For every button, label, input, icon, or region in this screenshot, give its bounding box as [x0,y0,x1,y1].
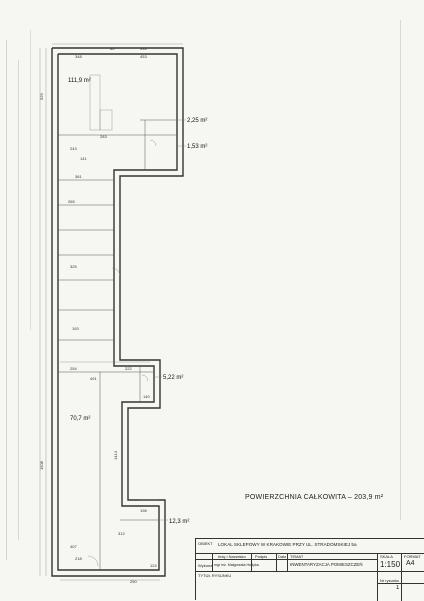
subject-value: INWENTARYZACJA POMIESZCZEŃ [290,562,363,567]
author-name: mgr inż. Małgorzata Hudyka [214,563,259,567]
dimension-labels: 348 453 333 60 929 283 361 243 141 265 3… [39,46,157,584]
dim-label: 250 [130,579,137,584]
area-main: 111,9 m² [68,78,91,84]
subject-label: TEMAT [290,554,303,559]
dim-label: 218 [75,556,82,561]
dim-label: 193 [72,326,79,331]
dim-label: 1414 [113,450,118,460]
dim-label: 491 [90,376,97,381]
dim-label: 254 [70,366,77,371]
dim-label: 124 [150,563,157,568]
dim-label: 141 [80,156,87,161]
dim-label: 312 [118,531,125,536]
dim-label: 325 [70,264,77,269]
dim-label: 243 [70,146,77,151]
sign-header: Podpis [255,554,267,559]
dim-label: 1508 [39,460,44,470]
role-header: Imię i Nazwisko [218,554,246,559]
area-labels: 111,9 m² 2,25 m² 1,53 m² 5,22 m² 70,7 m²… [68,78,207,525]
dim-label: 453 [140,54,147,59]
dim-label: 333 [140,46,147,51]
title-block: OBIEKT LOKAL SKLEPOWY W KRAKOWIE PRZY UL… [195,538,424,600]
drawing-no-value: 1 [396,585,399,591]
area-small-a: 2,25 m² [187,118,207,124]
author-role: Wykonał [198,563,213,568]
dim-label: 348 [75,54,82,59]
scan-noise [6,20,401,560]
area-mid: 5,22 m² [163,375,183,381]
area-small-b: 1,53 m² [187,144,207,150]
dim-label: 222 [125,366,132,371]
object-name: LOKAL SKLEPOWY W KRAKOWIE PRZY UL. STRAD… [218,542,357,547]
drawing-no-label: Nr rysunku [380,578,399,583]
dim-label: 265 [68,199,75,204]
dim-label: 407 [70,544,77,549]
total-area-label: POWIERZCHNIA CAŁKOWITA – 203,9 m² [245,494,415,501]
object-label: OBIEKT [198,541,213,546]
date-header: Data [278,554,286,559]
area-bottom: 12,3 m² [169,519,189,525]
dim-label: 60 [110,46,115,51]
dim-label: 198 [140,508,147,513]
dim-label: 361 [75,174,82,179]
dim-label: 283 [100,134,107,139]
area-lower: 70,7 m² [70,416,90,422]
format-label: FORMAT [404,554,421,559]
plan-walls [52,48,183,576]
drawing-title-label: TYTUŁ RYSUNKU [198,573,231,578]
dim-label: 929 [39,93,44,100]
dim-label: 140 [143,394,150,399]
scale-value: 1:150 [380,560,400,569]
format-value: A4 [406,560,415,567]
scale-label: SKALA [380,554,393,559]
